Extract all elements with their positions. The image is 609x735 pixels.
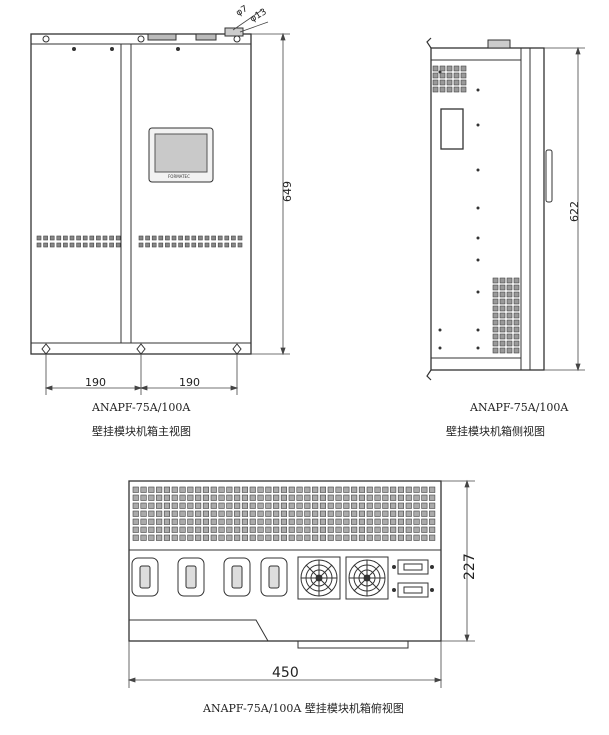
side-dimensions bbox=[544, 46, 585, 372]
cooling-fan-left bbox=[297, 556, 341, 600]
side-view-caption: 壁挂模块机箱侧视图 bbox=[446, 425, 545, 438]
side-view-model: ANAPF-75A/100A bbox=[470, 401, 569, 414]
front-dim-height-label: 649 bbox=[281, 181, 294, 202]
cooling-fan-right bbox=[345, 556, 389, 600]
mounting-hole-top-mid bbox=[137, 35, 145, 43]
front-view-model: ANAPF-75A/100A bbox=[92, 401, 191, 414]
front-dim-hole-large-label: φ13 bbox=[249, 7, 269, 24]
top-vent-grille bbox=[132, 486, 436, 541]
top-dim-width-label: 450 bbox=[272, 665, 299, 681]
top-cabinet-body bbox=[128, 480, 442, 642]
svg-text:FORMATEC: FORMATEC bbox=[168, 174, 190, 179]
side-vent-grilles bbox=[432, 65, 520, 354]
side-view bbox=[426, 37, 553, 381]
side-handle bbox=[545, 149, 553, 203]
front-view-caption: 壁挂模块机箱主视图 bbox=[92, 425, 191, 438]
front-vent-slots bbox=[36, 235, 243, 248]
front-left-door bbox=[30, 43, 122, 344]
top-view bbox=[128, 480, 442, 649]
mounting-hole-bottom-right bbox=[232, 343, 242, 355]
front-dim-hole-small-label: φ7 bbox=[235, 4, 250, 18]
front-dimensions bbox=[44, 9, 290, 395]
mounting-hole-bottom-left bbox=[41, 343, 51, 355]
top-view-caption: ANAPF-75A/100A 壁挂模块机箱俯视图 bbox=[203, 702, 404, 715]
side-cabinet-body bbox=[430, 47, 545, 371]
top-dimensions bbox=[127, 479, 475, 688]
mounting-hole-top-right bbox=[233, 35, 241, 43]
mounting-hole-bottom-mid bbox=[136, 343, 146, 355]
side-cutout bbox=[440, 108, 464, 150]
power-terminals bbox=[131, 557, 288, 597]
front-dim-right-width-label: 190 bbox=[179, 376, 200, 389]
hmi-touch-screen: FORMATEC bbox=[148, 127, 214, 183]
top-dim-depth-label: 227 bbox=[462, 553, 478, 580]
side-dim-height-label: 622 bbox=[568, 201, 581, 222]
front-view: FORMATEC bbox=[30, 27, 252, 355]
communication-ports bbox=[392, 559, 434, 598]
mounting-hole-top-left bbox=[42, 35, 50, 43]
front-cabinet-body bbox=[30, 33, 252, 355]
front-dim-left-width-label: 190 bbox=[85, 376, 106, 389]
